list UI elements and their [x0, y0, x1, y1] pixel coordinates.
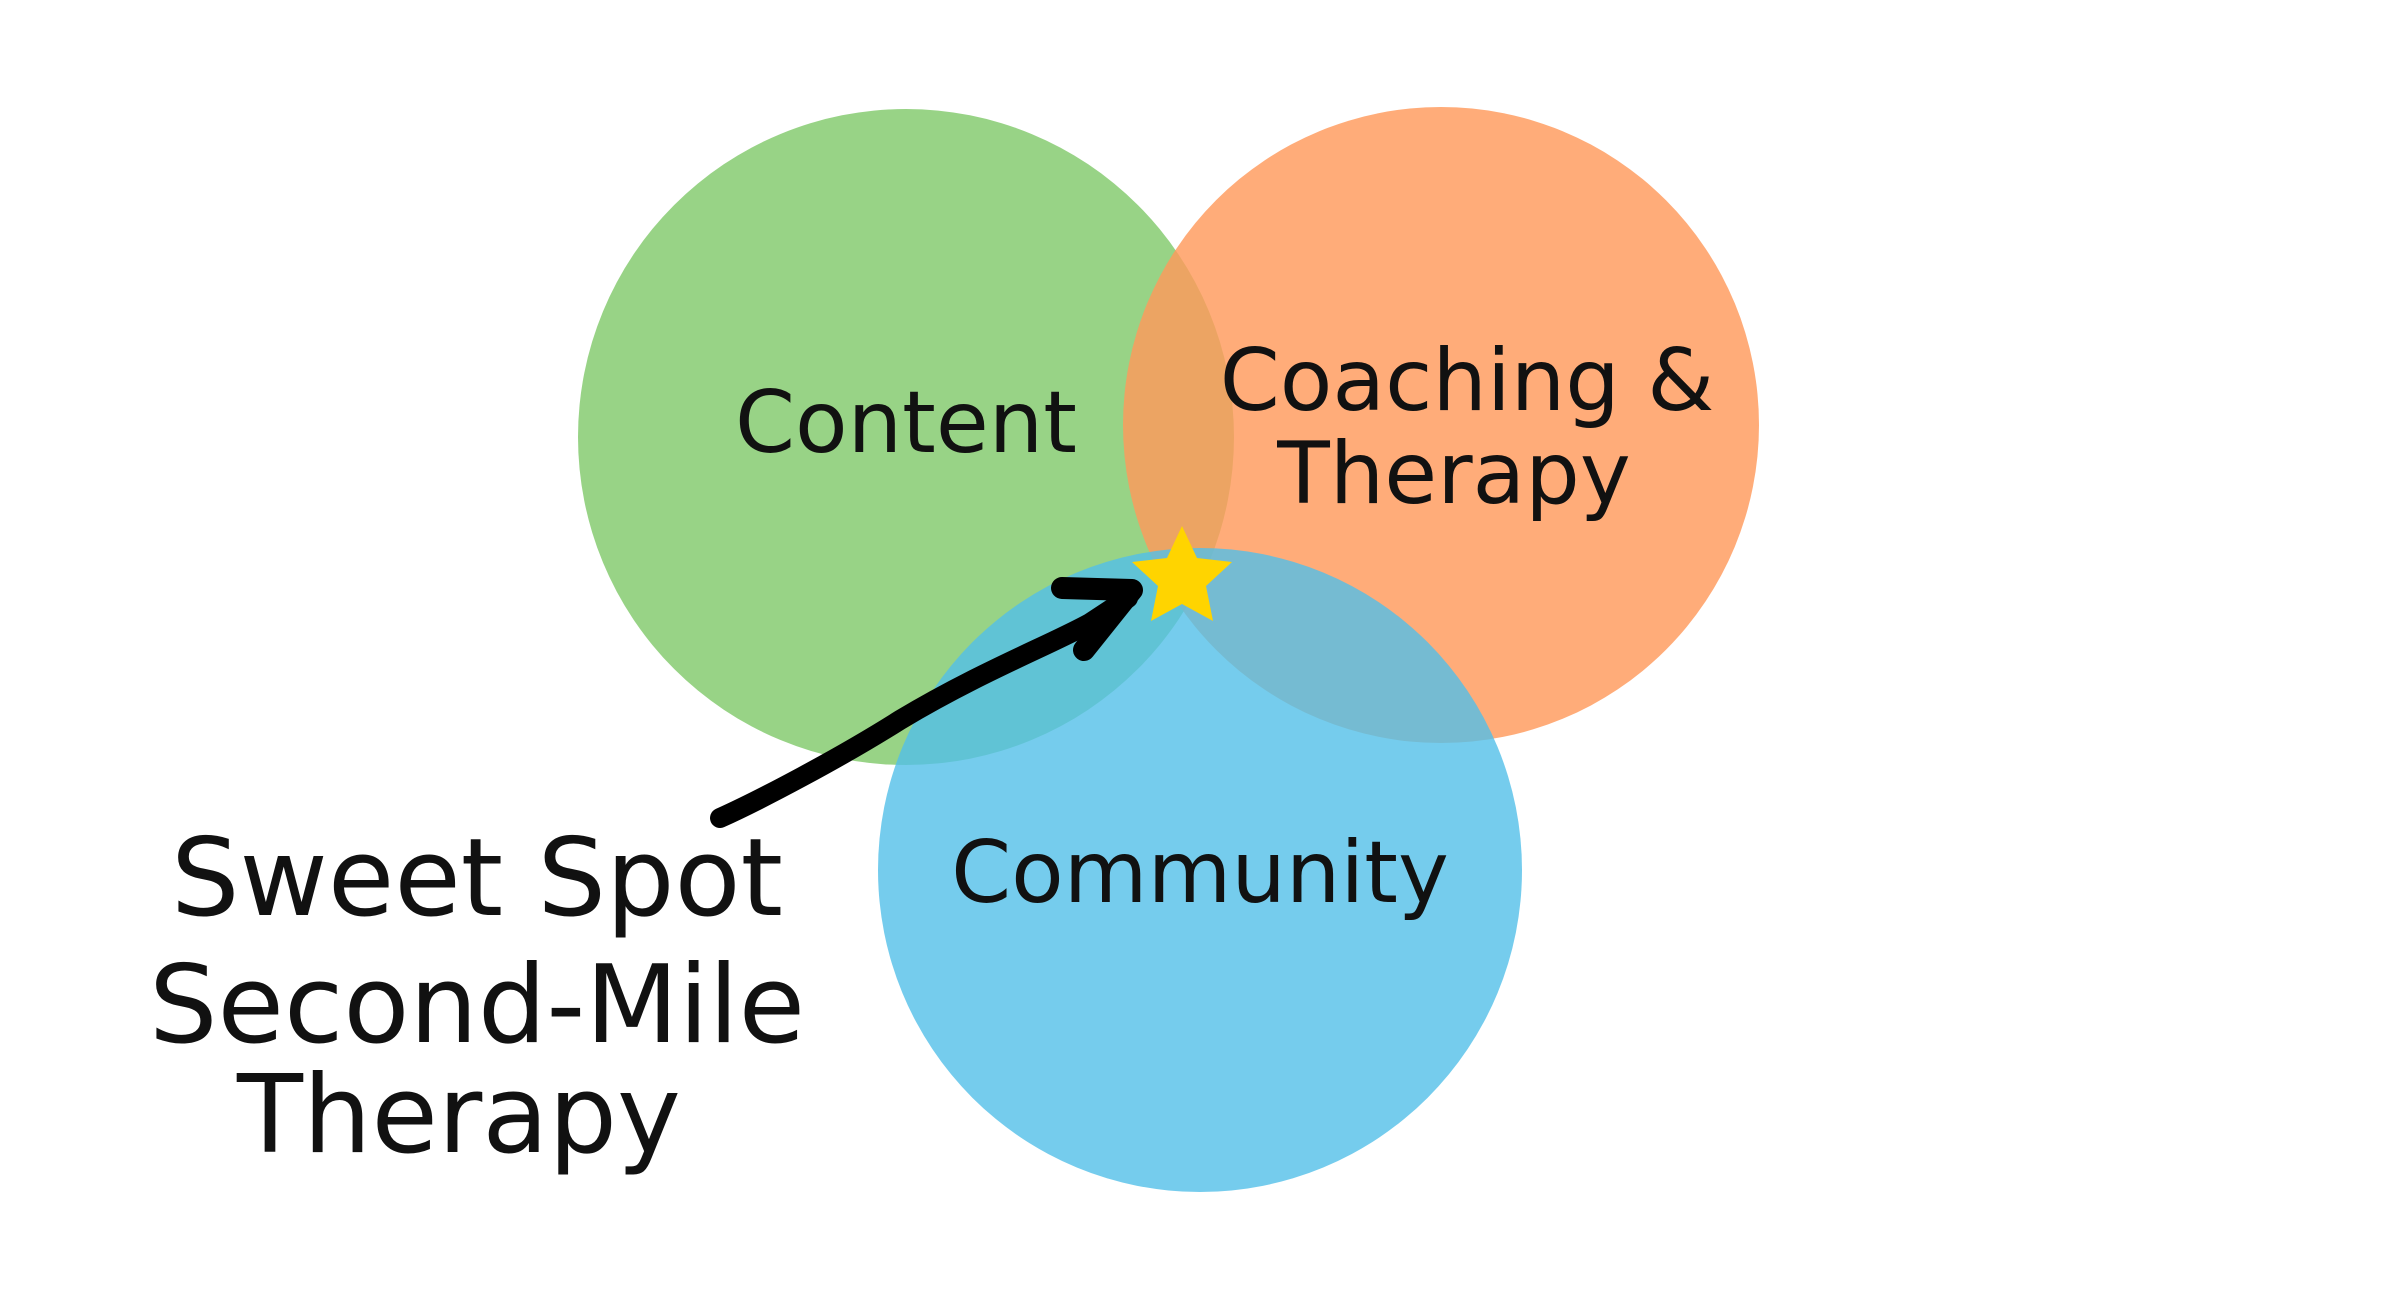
community-label: Community	[951, 823, 1449, 923]
content-label: Content	[735, 373, 1077, 473]
callout-line3: Therapy	[236, 1053, 681, 1178]
callout-line2: Second-Mile	[149, 943, 805, 1068]
community-circle	[878, 548, 1522, 1192]
coaching-label-line1: Coaching &	[1220, 331, 1715, 431]
coaching-label-line2: Therapy	[1276, 424, 1631, 524]
star-icon	[1132, 526, 1232, 621]
arrow-icon	[710, 577, 1143, 828]
callout-line1: Sweet Spot	[171, 816, 783, 941]
